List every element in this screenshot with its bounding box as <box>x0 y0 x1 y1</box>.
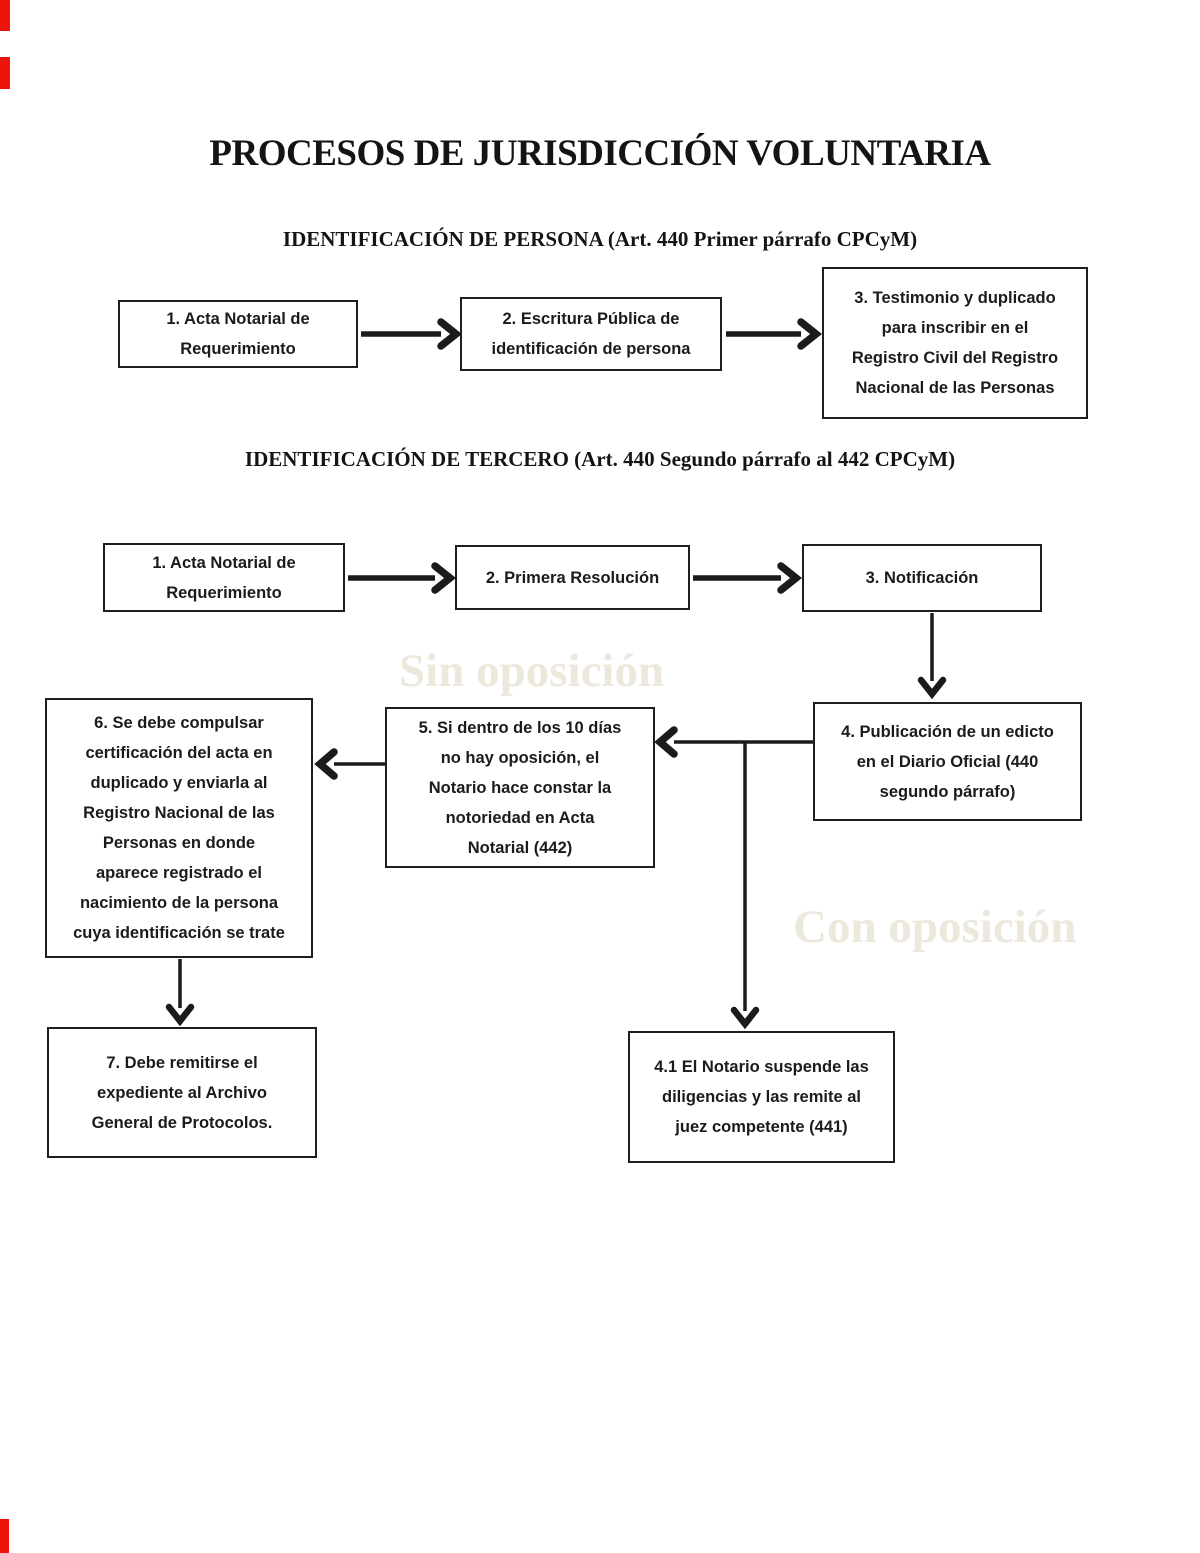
page-edge-marker-top-1 <box>0 0 10 31</box>
arrow-p2-p3 <box>726 318 823 350</box>
watermark-con-oposicion: Con oposición <box>793 901 1077 953</box>
box-sin-oposicion-acta-notoriedad: 5. Si dentro de los 10 días no hay oposi… <box>385 707 655 868</box>
box-escritura-publica: 2. Escritura Pública de identificación d… <box>460 297 722 371</box>
box-acta-notarial-requerimiento-persona: 1. Acta Notarial de Requerimiento <box>118 300 358 368</box>
box-remitir-expediente-archivo: 7. Debe remitirse el expediente al Archi… <box>47 1027 317 1158</box>
arrow-b6-down-b7 <box>165 959 195 1027</box>
arrow-t2-t3 <box>693 562 803 594</box>
box-primera-resolucion: 2. Primera Resolución <box>455 545 690 610</box>
box-compulsar-certificacion: 6. Se debe compulsar certificación del a… <box>45 698 313 958</box>
arrow-t3-down-b4 <box>917 613 947 700</box>
box-acta-notarial-requerimiento-tercero: 1. Acta Notarial de Requerimiento <box>103 543 345 612</box>
arrow-b4-left-b5 <box>654 726 813 758</box>
arrow-p1-p2 <box>361 318 463 350</box>
arrow-b5-left-b6 <box>314 748 385 780</box>
box-notificacion: 3. Notificación <box>802 544 1042 612</box>
box-testimonio-duplicado: 3. Testimonio y duplicado para inscribir… <box>822 267 1088 419</box>
box-publicacion-edicto: 4. Publicación de un edicto en el Diario… <box>813 702 1082 821</box>
page-edge-marker-bottom <box>0 1519 9 1553</box>
box-notario-suspende-diligencias: 4.1 El Notario suspende las diligencias … <box>628 1031 895 1163</box>
page-edge-marker-top-2 <box>0 57 10 89</box>
page-title: PROCESOS DE JURISDICCIÓN VOLUNTARIA <box>209 133 991 174</box>
section-heading-identificacion-persona: IDENTIFICACIÓN DE PERSONA (Art. 440 Prim… <box>282 227 918 251</box>
section-heading-identificacion-tercero: IDENTIFICACIÓN DE TERCERO (Art. 440 Segu… <box>244 447 956 471</box>
arrow-t1-t2 <box>348 562 457 594</box>
arrow-branch-down-b41 <box>730 742 760 1030</box>
watermark-sin-oposicion: Sin oposición <box>399 645 665 697</box>
